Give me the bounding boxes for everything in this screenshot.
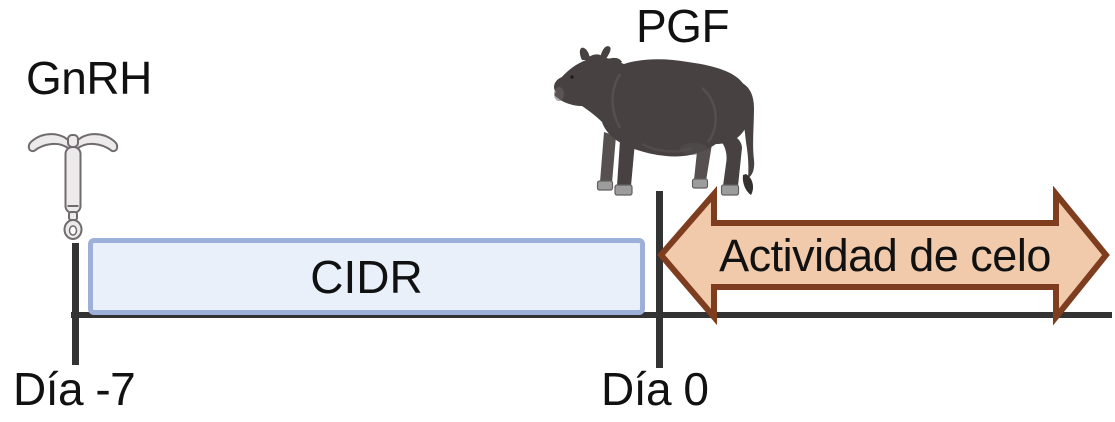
estrus-activity-arrow: [657, 186, 1110, 326]
cow-icon: [554, 46, 755, 196]
cidr-device-icon: [27, 133, 119, 240]
cidr-period-box: CIDR: [88, 238, 645, 315]
tick-day-minus7: [72, 243, 79, 365]
cidr-label: CIDR: [310, 250, 423, 303]
tick-day-0: [656, 191, 663, 368]
day-minus7-label: Día -7: [13, 363, 136, 415]
timeline-axis: [71, 312, 1112, 318]
pgf-label: PGF: [636, 0, 730, 52]
double-arrow-shape: [657, 186, 1110, 326]
day-0-label: Día 0: [601, 363, 709, 415]
gnrh-label: GnRH: [26, 52, 152, 104]
